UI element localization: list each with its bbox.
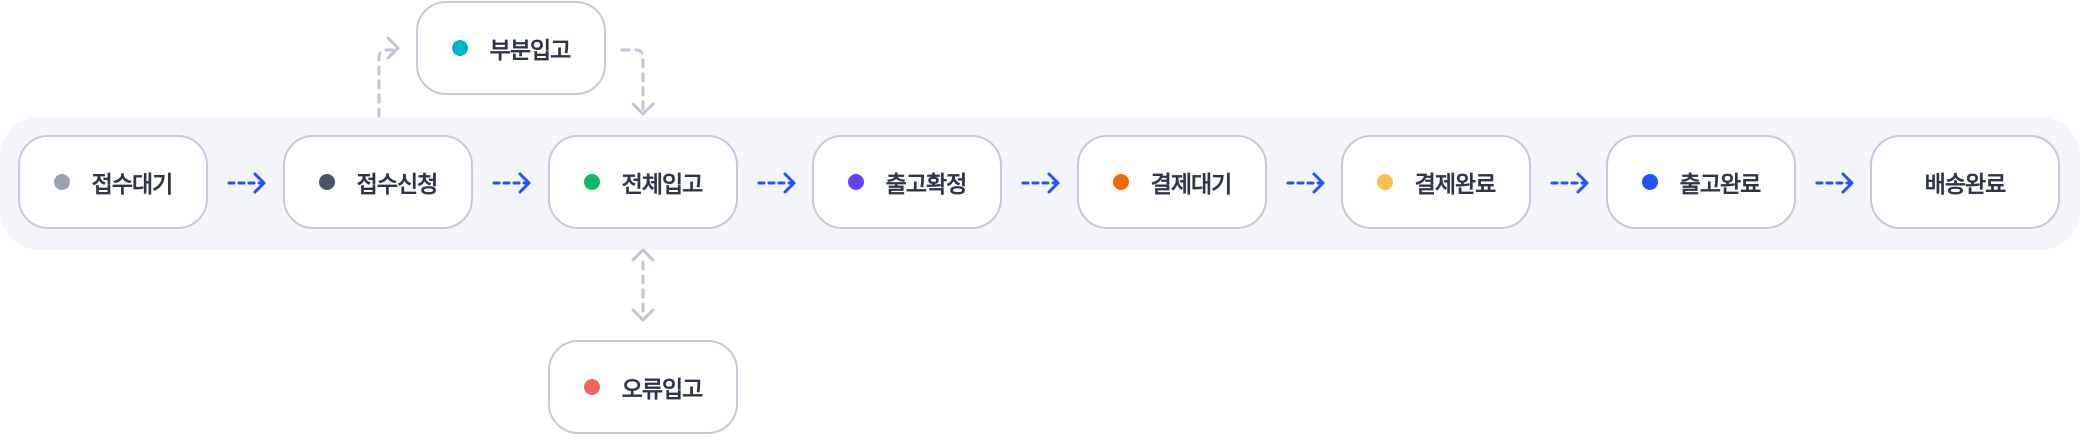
arrow-down-icon — [631, 308, 655, 322]
step-label: 오류입고 — [621, 377, 704, 403]
step-label: 접수대기 — [91, 172, 174, 198]
step-2: 접수신청 — [283, 135, 473, 229]
arrow-right-icon — [386, 36, 400, 60]
status-dot-icon — [1112, 174, 1129, 190]
arrow-right-icon — [783, 172, 796, 194]
status-dot-icon — [847, 174, 864, 190]
step-7: 출고완료 — [1606, 135, 1796, 229]
step-label: 배송완료 — [1924, 172, 2007, 198]
arrow-right-icon — [253, 172, 266, 194]
step-label: 접수신청 — [356, 172, 439, 198]
step-label: 출고완료 — [1679, 172, 1762, 198]
step-label: 전체입고 — [621, 172, 704, 198]
arrow-right-icon — [1047, 172, 1060, 194]
status-dot-icon — [583, 174, 600, 190]
step-label: 결제대기 — [1150, 172, 1233, 198]
arrow-right-icon — [518, 172, 531, 194]
arrow-down-icon — [631, 102, 655, 116]
status-dot-icon — [451, 40, 468, 56]
step-5: 결제대기 — [1077, 135, 1267, 229]
arrow-right-icon — [1576, 172, 1589, 194]
step-4: 출고확정 — [812, 135, 1002, 229]
step-6: 결제완료 — [1341, 135, 1531, 229]
step-label: 결제완료 — [1414, 172, 1497, 198]
step-1: 접수대기 — [18, 135, 208, 229]
branch-partial: 부분입고 — [416, 1, 606, 95]
arrow-right-icon — [1312, 172, 1325, 194]
step-label: 출고확정 — [885, 172, 968, 198]
status-dot-icon — [1376, 174, 1393, 190]
status-dot-icon — [1641, 174, 1658, 190]
status-dot-icon — [318, 174, 335, 190]
arrow-up-icon — [631, 248, 655, 262]
step-label: 부분입고 — [489, 38, 572, 64]
branch-error: 오류입고 — [548, 340, 738, 434]
step-8: 배송완료 — [1870, 135, 2060, 229]
arrow-right-icon — [1841, 172, 1854, 194]
status-dot-icon — [583, 379, 600, 395]
status-dot-icon — [53, 174, 70, 190]
branch-line — [377, 48, 398, 118]
branch-line — [620, 48, 645, 114]
step-3: 전체입고 — [548, 135, 738, 229]
